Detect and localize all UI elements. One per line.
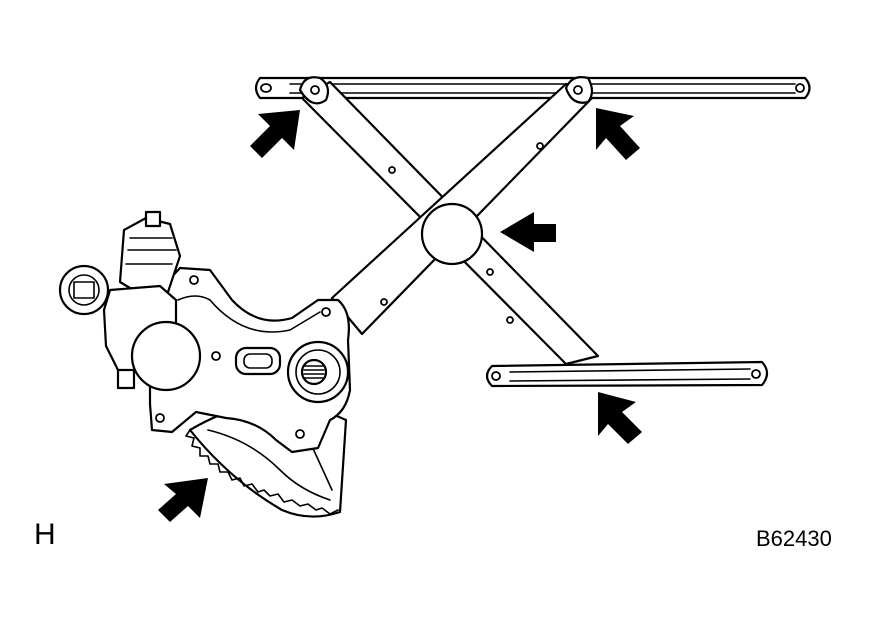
lower-rail [485, 360, 769, 388]
upper-rail [254, 76, 811, 100]
arrow-icon [598, 392, 642, 444]
arrow-icon [596, 108, 640, 160]
view-label: H [34, 518, 56, 551]
upper-right-roller [564, 76, 594, 104]
arrow-icon [158, 478, 208, 522]
center-pivot [420, 202, 484, 266]
arrow-icon [500, 212, 556, 252]
figure-code: B62430 [756, 526, 832, 551]
motor-bracket [148, 266, 352, 454]
arrow-icon [250, 110, 300, 158]
upper-left-roller [298, 76, 330, 105]
gear-hub [286, 340, 350, 404]
regulator-motor [58, 210, 202, 392]
